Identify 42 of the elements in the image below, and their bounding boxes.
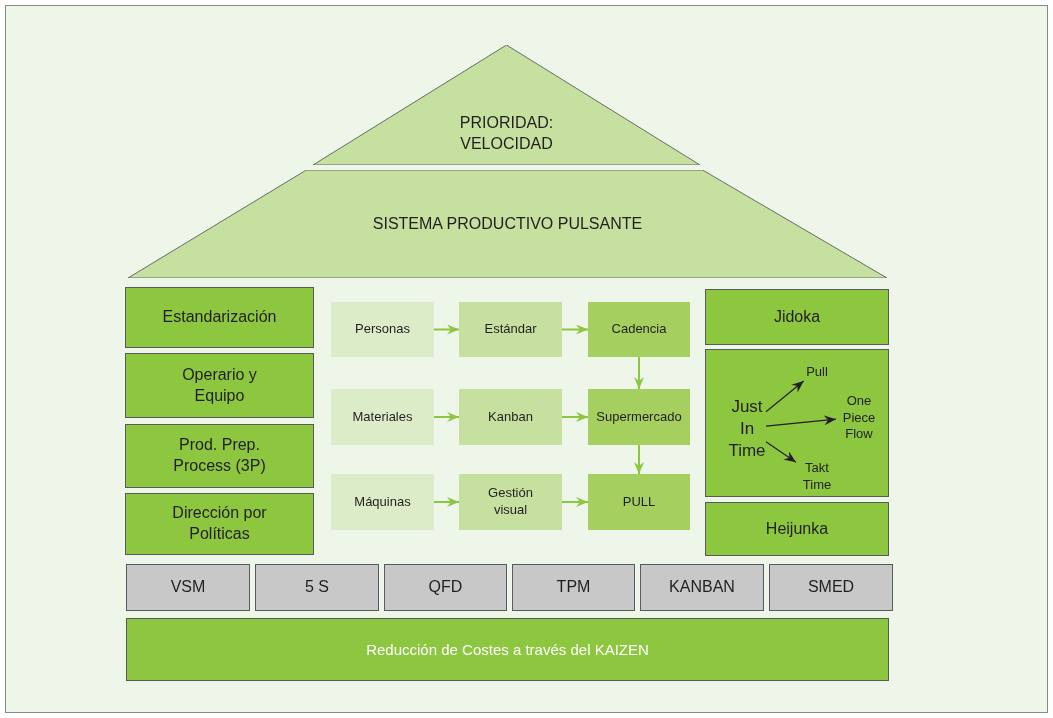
- arrow: [561, 324, 589, 335]
- tool-box: QFD: [384, 564, 507, 611]
- tool-box: 5 S: [255, 564, 379, 611]
- arrow: [765, 415, 837, 427]
- tool-box: KANBAN: [640, 564, 764, 611]
- pillar-box: Dirección por Políticas: [125, 493, 314, 555]
- roof-band: [128, 170, 887, 278]
- process-box: Máquinas: [331, 474, 434, 530]
- arrow: [765, 380, 805, 413]
- pillar-box: Operario y Equipo: [125, 353, 314, 418]
- process-box: Personas: [331, 302, 434, 357]
- arrow: [634, 444, 644, 475]
- arrow-target-text: Pull: [801, 362, 833, 382]
- pillar-box: Jidoka: [705, 289, 889, 345]
- arrow-target-text: One Piece Flow: [837, 389, 881, 447]
- pillar-box: [705, 349, 889, 497]
- arrow: [433, 412, 460, 422]
- process-box: Materiales: [331, 389, 434, 445]
- foundation-box: Reducción de Costes a través del KAIZEN: [126, 618, 889, 681]
- process-box: Estándar: [459, 302, 562, 357]
- process-box: PULL: [588, 474, 690, 530]
- arrow: [433, 497, 460, 507]
- pillar-box: Heijunka: [705, 502, 889, 556]
- roof-peak: [313, 45, 700, 165]
- process-box: Kanban: [459, 389, 562, 445]
- pillar-box: Prod. Prep. Process (3P): [125, 424, 314, 488]
- tool-box: VSM: [126, 564, 250, 611]
- process-box: Supermercado: [588, 389, 690, 445]
- tool-box: TPM: [512, 564, 635, 611]
- heading-text: SISTEMA PRODUCTIVO PULSANTE: [372, 213, 643, 234]
- arrow-target-text: Takt Time: [797, 457, 837, 497]
- arrow: [561, 497, 589, 507]
- arrow: [433, 324, 460, 335]
- process-box: Cadencia: [588, 302, 690, 357]
- process-box: Gestión visual: [459, 474, 562, 530]
- heading-text: PRIORIDAD: VELOCIDAD: [458, 113, 555, 155]
- pillar-text: Just In Time: [727, 391, 767, 467]
- tool-box: SMED: [769, 564, 893, 611]
- arrow: [561, 412, 589, 422]
- arrow: [765, 441, 797, 463]
- arrow: [634, 356, 644, 390]
- pillar-box: Estandarización: [125, 287, 314, 348]
